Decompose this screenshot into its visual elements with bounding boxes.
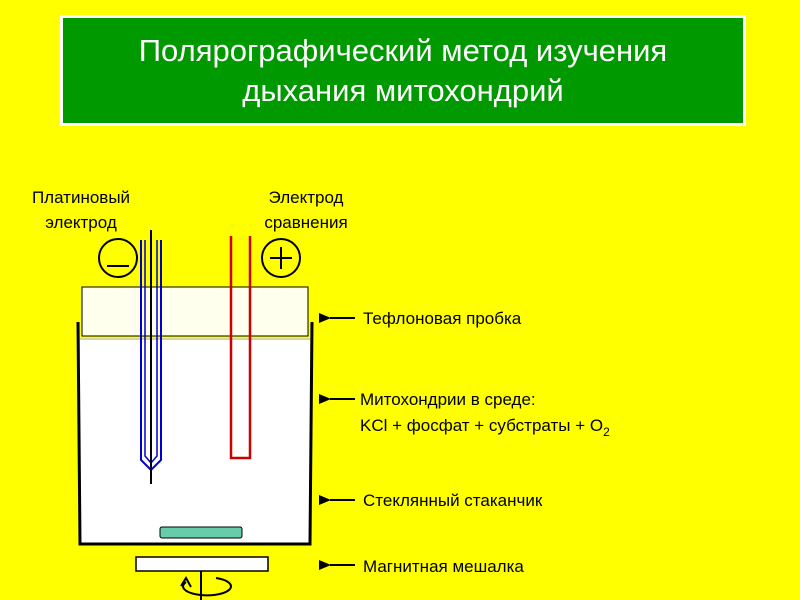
plus-symbol [261,238,301,278]
mito-formula: KCl + фосфат + субстраты + O [360,416,603,435]
reference-electrode [229,236,252,460]
liquid-medium [80,338,310,543]
title-banner: Полярографический метод изучения дыхания… [60,15,746,126]
reference-label-line2: сравнения [264,213,347,232]
stirrer-label: Магнитная мешалка [363,557,524,576]
stirrer-plate [135,556,269,572]
minus-symbol [98,238,138,278]
reference-label-line1: Электрод [269,188,344,207]
platinum-electrode [140,230,162,484]
mito-label-line2: KCl + фосфат + субстраты + O2 [360,416,610,439]
platinum-label-line1: Платиновый [32,188,130,207]
mito-subscript: 2 [603,425,610,439]
platinum-label-line2: электрод [45,213,117,232]
stir-bar [159,526,243,539]
page-title: Полярографический метод изучения дыхания… [138,32,668,108]
teflon-stopper [81,286,309,337]
mito-label-line1: Митохондрии в среде: [360,390,536,409]
glass-beaker [76,321,314,546]
rotation-icon [180,571,232,600]
glass-label: Стеклянный стаканчик [363,491,543,510]
teflon-label: Тефлоновая пробка [363,309,522,328]
